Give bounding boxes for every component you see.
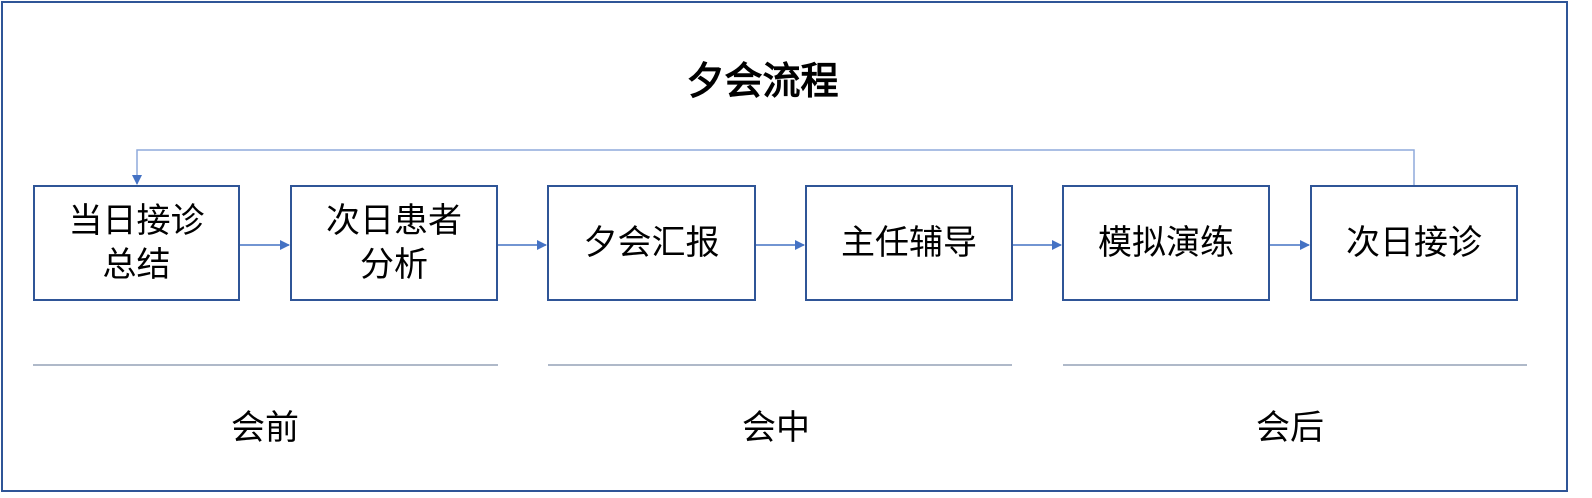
phase-label-post: 会后 [1256, 409, 1324, 447]
step-box-2: 次日患者分析 [290, 185, 498, 301]
step-box-4: 主任辅导 [805, 185, 1013, 301]
phase-label-pre: 会前 [231, 409, 299, 447]
step-box-1: 当日接诊总结 [33, 185, 240, 301]
outer-frame [1, 1, 1568, 492]
step-box-6: 次日接诊 [1310, 185, 1518, 301]
step-box-5: 模拟演练 [1062, 185, 1270, 301]
loop-back-arrow [132, 149, 1415, 185]
diagram-title: 夕会流程 [686, 61, 839, 103]
step-box-3: 夕会汇报 [547, 185, 756, 301]
phase-label-during: 会中 [742, 409, 810, 447]
